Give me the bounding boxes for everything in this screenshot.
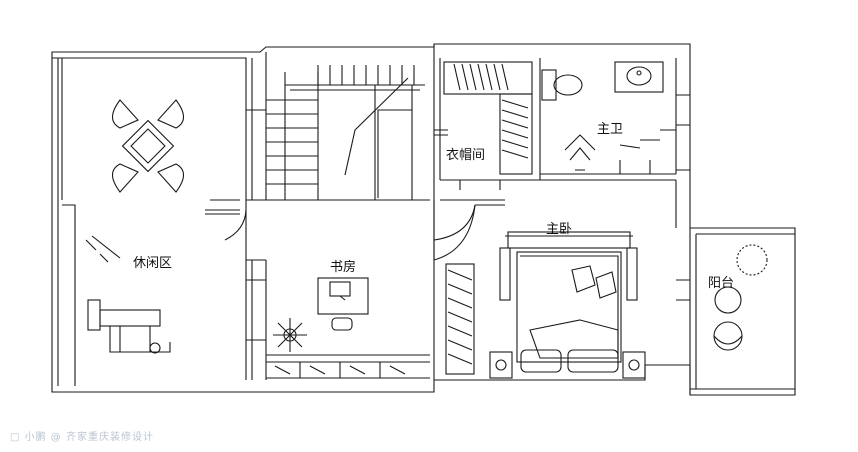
bathroom-fixtures xyxy=(539,58,690,180)
bedroom-furniture xyxy=(489,179,677,379)
label-master-bath: 主卫 xyxy=(597,122,624,137)
door-swings xyxy=(433,160,651,261)
label-balcony: 阳台 xyxy=(708,276,735,291)
leisure-furniture xyxy=(85,99,240,354)
label-master-bedroom: 主卧 xyxy=(546,222,573,237)
label-study: 书房 xyxy=(330,260,357,275)
exterior-walls xyxy=(51,43,796,396)
watermark: □ 小鹏 @ 齐家重庆装修设计 xyxy=(10,432,154,443)
label-closet: 衣帽间 xyxy=(446,148,486,163)
closet-fixtures xyxy=(433,44,540,380)
staircase xyxy=(266,65,430,201)
label-leisure: 休闲区 xyxy=(133,256,173,271)
study-furniture xyxy=(205,209,430,379)
balcony-furniture xyxy=(676,228,795,395)
